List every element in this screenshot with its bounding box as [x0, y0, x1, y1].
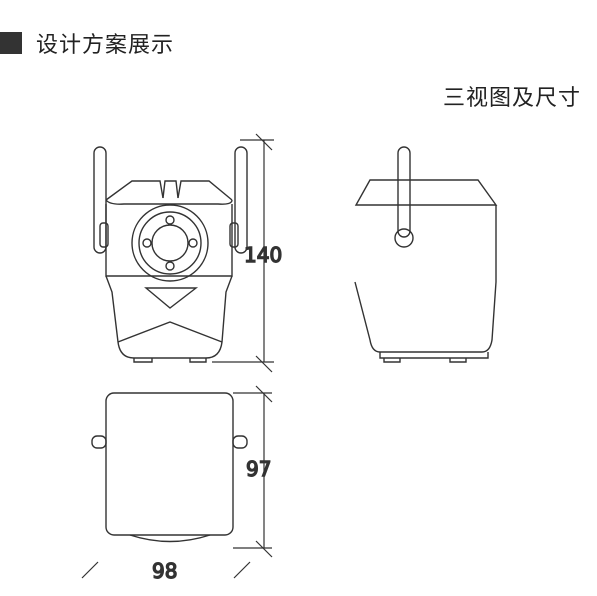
front-indicator [144, 287, 199, 309]
side-body [354, 281, 497, 353]
views-subtitle: 三视图及尺寸 [442, 86, 581, 111]
width-dimension-label: 98 [152, 559, 177, 583]
camera-head [105, 204, 233, 277]
side-view [354, 146, 498, 363]
front-view [93, 146, 248, 363]
top-body [105, 392, 234, 536]
lens-outer-ring [131, 204, 209, 282]
dimension-lines [81, 133, 274, 579]
section-header: 设计方案展示 [0, 28, 174, 58]
height-dimension-label: 140 [244, 243, 282, 267]
right-antenna [234, 146, 248, 254]
depth-dimension-label: 97 [246, 457, 271, 481]
top-hood [105, 180, 233, 201]
side-antenna [397, 146, 411, 238]
lens-icon [151, 224, 189, 262]
camera-base [105, 275, 233, 359]
section-marker-icon [0, 32, 22, 54]
side-hood [354, 179, 498, 206]
section-title: 设计方案展示 [36, 33, 175, 58]
top-view [91, 392, 248, 543]
